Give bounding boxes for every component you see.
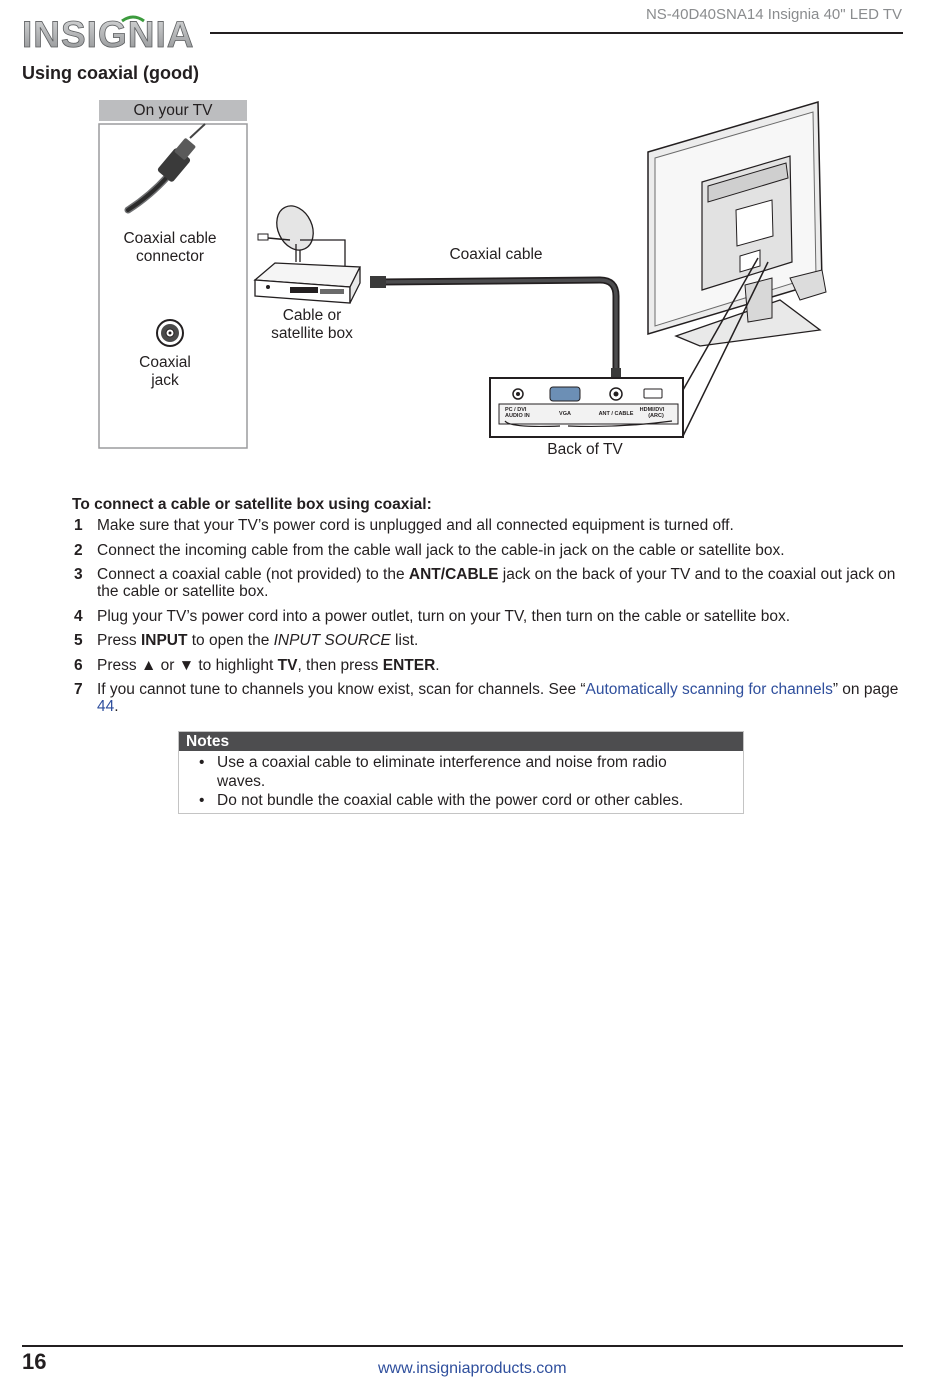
step-item: 6 Press ▲ or ▼ to highlight TV, then pres… (72, 657, 907, 674)
step-text: to highlight (194, 656, 278, 674)
port-label-pc-dvi-2: AUDIO IN (505, 413, 530, 419)
note-text: waves. (217, 773, 266, 790)
coaxial-cable-label: Coaxial cable (449, 246, 542, 263)
port-label-pc-dvi-1: PC / DVI (505, 407, 527, 413)
step-text: Connect the incoming cable from the cabl… (97, 541, 785, 559)
step-text: Plug your TV’s power cord into a power o… (97, 607, 791, 625)
step-item: 4 Plug your TV’s power cord into a power… (72, 608, 907, 625)
port-label-vga: VGA (559, 411, 571, 417)
note-text: Do not bundle the coaxial cable with the… (217, 792, 684, 809)
step-number: 6 (74, 656, 83, 674)
tv-rear-icon (647, 101, 827, 347)
notes-title: Notes (179, 732, 743, 751)
panel-title: On your TV (134, 102, 214, 119)
step-italic-input-source: INPUT SOURCE (273, 632, 391, 649)
step-text: Press (97, 632, 141, 649)
port-label-hdmi-1: HDMI/DVI (640, 407, 665, 413)
coaxial-cable-connector-label-1: Coaxial cable (123, 230, 216, 247)
step-number: 2 (74, 541, 83, 559)
satellite-dish-icon (257, 205, 346, 268)
step-number: 4 (74, 607, 83, 625)
step-text: Make sure that your TV’s power cord is u… (97, 517, 734, 534)
scanning-channels-link[interactable]: Automatically scanning for channels (585, 681, 833, 698)
note-item: • Do not bundle the coaxial cable with t… (179, 791, 743, 810)
bullet-icon: • (199, 792, 205, 809)
logo-arc-icon (121, 15, 145, 23)
step-number: 7 (74, 681, 83, 698)
step-text: or (156, 656, 179, 674)
step-text: . (114, 698, 119, 715)
bullet-icon: • (199, 754, 205, 771)
footer-rule (22, 1345, 903, 1347)
step-bold-input: INPUT (140, 632, 188, 649)
section-heading: Using coaxial (good) (22, 63, 200, 83)
cable-box-label-1: Cable or (283, 307, 342, 324)
notes-list: • Use a coaxial cable to eliminate inter… (179, 751, 743, 810)
header-rule (210, 32, 903, 34)
step-item: 7 If you cannot tune to channels you know… (72, 681, 907, 715)
step-text: Press (97, 656, 141, 674)
step-text: ” on page (832, 681, 899, 698)
back-of-tv-label: Back of TV (547, 441, 623, 458)
up-arrow-icon: ▲ (140, 656, 157, 674)
cable-box-icon (253, 262, 362, 304)
step-number: 5 (74, 632, 83, 649)
coaxial-jack-icon (156, 319, 184, 347)
port-label-hdmi-2: (ARC) (648, 413, 664, 419)
step-text: . (435, 656, 440, 674)
page-number: 16 (22, 1349, 47, 1374)
steps-heading: To connect a cable or satellite box usin… (72, 496, 432, 513)
step-text: list. (390, 632, 419, 649)
cable-box-label-2: satellite box (271, 325, 353, 342)
brand-wordmark: INSIGNIA (22, 14, 194, 54)
step-text: Connect a coaxial cable (not provided) t… (97, 566, 409, 583)
coaxial-connector-icon (124, 123, 206, 214)
coaxial-cable-connector-label-2: connector (136, 248, 204, 265)
step-text: If you cannot tune to channels you know … (97, 681, 586, 698)
port-label-ant: ANT / CABLE (599, 411, 634, 417)
step-bold-ant-cable: ANT/CABLE (408, 566, 499, 583)
step-text: to open the (187, 632, 274, 649)
page-44-link[interactable]: 44 (97, 698, 115, 715)
coaxial-cable-line (370, 276, 621, 382)
back-panel-zoom: PC / DVI AUDIO IN VGA ANT / CABLE HDMI/D… (489, 377, 684, 438)
insignia-logo: INSIGNIA (22, 12, 207, 59)
note-text: Use a coaxial cable to eliminate interfe… (217, 754, 667, 771)
on-your-tv-panel: On your TV (98, 100, 248, 449)
step-item: 2 Connect the incoming cable from the ca… (72, 542, 907, 559)
coaxial-jack-label-1: Coaxial (139, 354, 191, 371)
document-title: NS-40D40SNA14 Insignia 40" LED TV (645, 6, 902, 23)
step-number: 3 (74, 566, 83, 583)
step-item: 1 Make sure that your TV’s power cord is… (72, 517, 907, 534)
steps-list: 1 Make sure that your TV’s power cord is… (72, 517, 907, 723)
step-bold-tv: TV (277, 656, 298, 674)
step-item: 5 Press INPUT to open the INPUT SOURCE li… (72, 632, 907, 649)
notes-box: Notes • Use a coaxial cable to eliminate… (178, 731, 744, 814)
step-number: 1 (74, 517, 83, 534)
step-bold-enter: ENTER (382, 656, 436, 674)
step-item: 3 Connect a coaxial cable (not provided) … (72, 566, 907, 600)
note-item: • Use a coaxial cable to eliminate inter… (179, 753, 743, 791)
footer-url-link[interactable]: www.insigniaproducts.com (378, 1360, 567, 1377)
step-text: jack on the back of your TV and to the c… (97, 566, 896, 600)
connection-diagram: On your TV Coaxial cable connector Coaxi… (98, 100, 827, 458)
down-arrow-icon: ▼ (178, 656, 195, 674)
step-text: , then press (297, 656, 383, 674)
coaxial-jack-label-2: jack (150, 372, 179, 389)
